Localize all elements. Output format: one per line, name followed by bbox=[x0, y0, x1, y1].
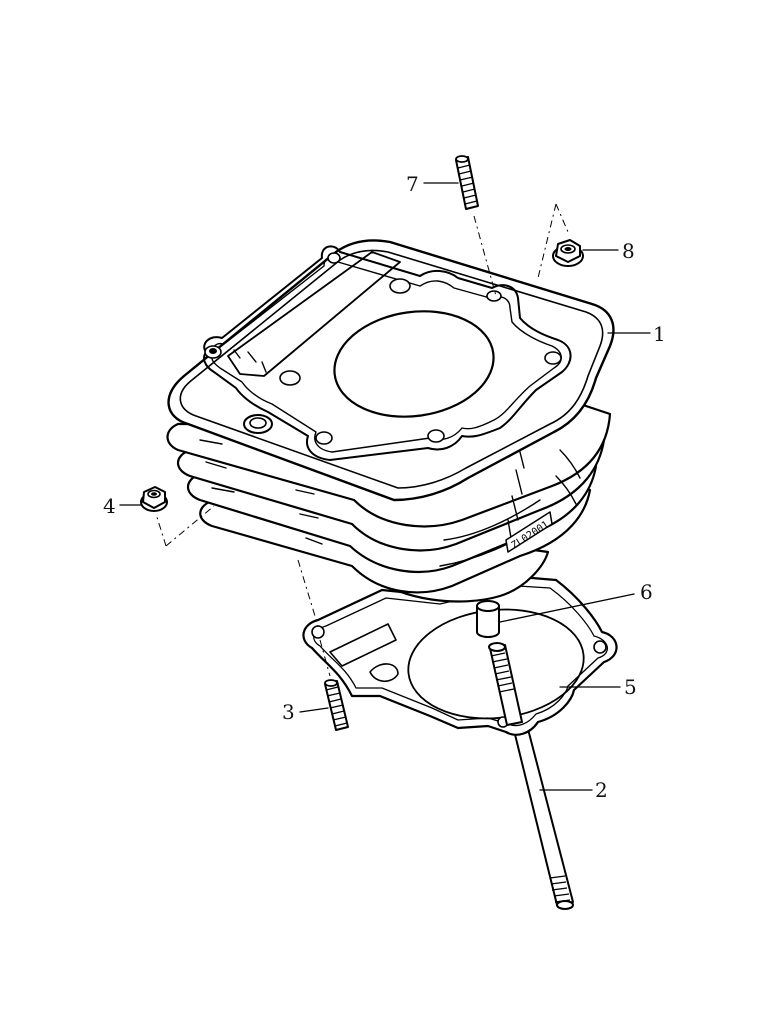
long-stud-part-2 bbox=[507, 705, 574, 910]
callout-label-6: 6 bbox=[640, 580, 653, 604]
stud-part-7 bbox=[455, 155, 479, 210]
callout-label-3: 3 bbox=[282, 700, 295, 724]
base-gasket-part-5 bbox=[302, 575, 618, 736]
callout-leaders bbox=[119, 182, 651, 791]
callout-label-1: 1 bbox=[653, 322, 666, 346]
callout-label-8: 8 bbox=[622, 239, 635, 263]
callout-labels: 1 2 3 4 5 6 7 8 bbox=[103, 172, 666, 802]
flange-nut-part-8 bbox=[552, 239, 584, 267]
callout-label-2: 2 bbox=[595, 778, 608, 802]
long-stud-upper bbox=[488, 642, 523, 726]
cylinder-part-1: ZL02001 bbox=[166, 239, 615, 603]
callout-label-4: 4 bbox=[103, 494, 116, 518]
short-stud-part-3 bbox=[324, 679, 349, 731]
assembly-center-lines bbox=[155, 203, 569, 677]
cylinder-bolt-holes bbox=[204, 252, 562, 445]
dowel-pin-part-6 bbox=[476, 600, 500, 638]
callout-label-7: 7 bbox=[406, 172, 419, 196]
callout-label-5: 5 bbox=[624, 675, 637, 699]
flange-nut-part-4 bbox=[140, 486, 168, 512]
